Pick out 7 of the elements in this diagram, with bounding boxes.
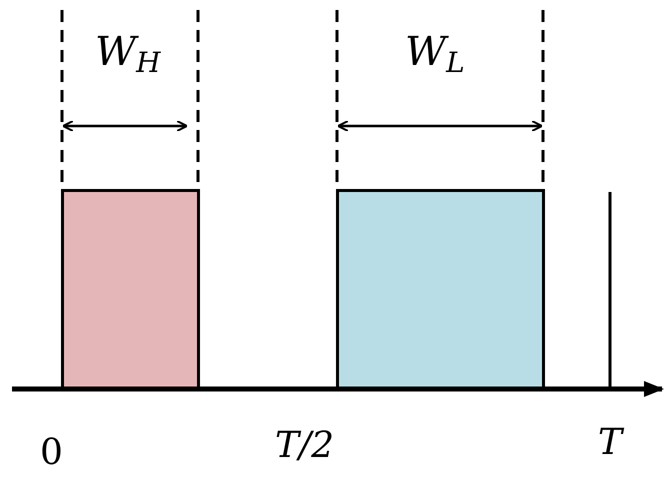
tick-label: T/2 — [275, 428, 334, 464]
width-label: W$_{L}$ — [405, 32, 465, 77]
pulse-block — [336, 189, 545, 389]
width-label: W$_{H}$ — [95, 32, 161, 77]
pulse-block — [61, 189, 200, 389]
tick-label: T — [598, 425, 622, 461]
tick-label: 0 — [40, 435, 63, 471]
